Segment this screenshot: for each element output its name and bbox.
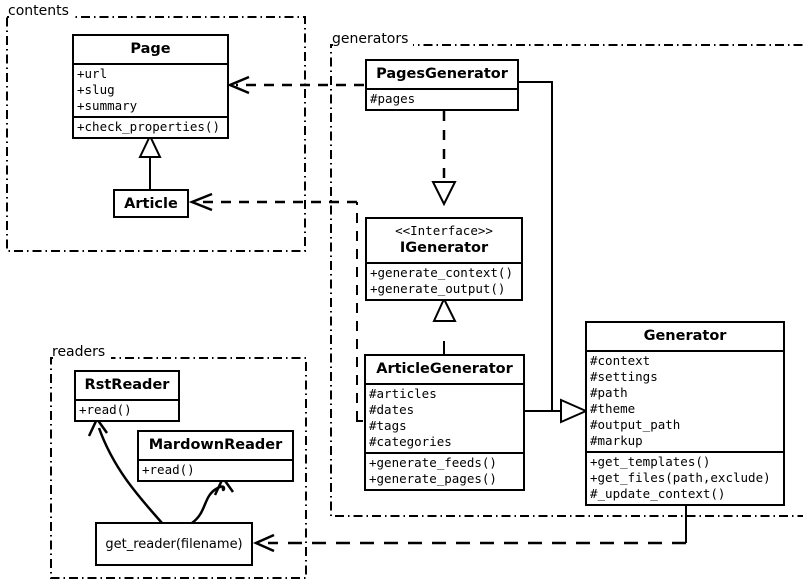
class-methods-rstreader: +read() — [76, 399, 178, 420]
rel-generator-depends-getreader — [252, 504, 687, 553]
label-mask-readers — [53, 349, 111, 363]
class-name-mardownreader: MardownReader — [148, 437, 283, 453]
attribute-item: +summary — [77, 98, 138, 113]
class-name-generator: Generator — [643, 328, 727, 344]
method-item: #_update_context() — [590, 486, 726, 501]
package-frame-generators — [330, 44, 803, 517]
rel-generators-inherit-generator — [518, 81, 589, 424]
class-box-articlegenerator[interactable]: ArticleGenerator #articles #dates #tags … — [364, 354, 525, 491]
rel-pagesgenerator-realizes-igenerator — [431, 111, 457, 207]
attribute-item: #settings — [590, 369, 658, 384]
attribute-item: #pages — [370, 91, 416, 106]
class-name-pagesgenerator: PagesGenerator — [376, 66, 508, 82]
class-name-rstreader: RstReader — [84, 377, 170, 393]
rel-articlegenerator-depends-article — [188, 192, 363, 422]
package-label-contents: contents — [8, 3, 69, 19]
package-label-generators: generators — [332, 31, 409, 47]
function-box-get-reader[interactable]: get_reader(filename) — [95, 522, 253, 566]
class-box-generator[interactable]: Generator #context #settings #path #them… — [585, 321, 785, 506]
method-item: +generate_context() — [370, 265, 513, 280]
attribute-item: #markup — [590, 433, 643, 448]
class-box-rstreader[interactable]: RstReader +read() — [74, 370, 180, 422]
class-methods-page: +check_properties() — [74, 116, 227, 137]
class-box-igenerator[interactable]: <<Interface>> IGenerator +generate_conte… — [365, 217, 523, 301]
class-name-article: Article — [124, 195, 178, 212]
class-attributes-page: +url +slug +summary — [74, 63, 227, 116]
class-box-pagesgenerator[interactable]: PagesGenerator #pages — [365, 59, 519, 111]
class-box-page[interactable]: Page +url +slug +summary +check_properti… — [72, 34, 229, 139]
method-item: +get_templates() — [590, 454, 711, 469]
class-attributes-articlegenerator: #articles #dates #tags #categories — [366, 383, 523, 452]
class-attributes-pagesgenerator: #pages — [367, 88, 517, 109]
method-item: +generate_feeds() — [369, 455, 497, 470]
attribute-item: #dates — [369, 402, 415, 417]
class-methods-articlegenerator: +generate_feeds() +generate_pages() — [366, 452, 523, 489]
class-stereotype-igenerator: <<Interface>> — [395, 223, 493, 238]
method-item: +get_files(path,exclude) — [590, 470, 771, 485]
class-name-page: Page — [130, 41, 171, 57]
label-mask-generators — [333, 36, 413, 50]
method-item: +generate_output() — [370, 281, 506, 296]
class-box-article[interactable]: Article — [113, 189, 189, 218]
package-frame-readers — [50, 357, 307, 579]
class-methods-igenerator: +generate_context() +generate_output() — [367, 262, 521, 299]
method-item: +read() — [79, 402, 132, 417]
method-item: +generate_pages() — [369, 471, 497, 486]
attribute-item: #output_path — [590, 417, 681, 432]
attribute-item: +url — [77, 66, 108, 81]
class-methods-mardownreader: +read() — [139, 459, 292, 480]
class-name-igenerator: IGenerator — [399, 240, 489, 256]
attribute-item: #categories — [369, 434, 452, 449]
attribute-item: #theme — [590, 401, 636, 416]
attribute-item: #context — [590, 353, 651, 368]
rel-pagesgenerator-depends-page — [226, 75, 364, 95]
rel-getreader-creates-mardownreader — [191, 475, 235, 525]
class-attributes-generator: #context #settings #path #theme #output_… — [587, 350, 783, 451]
attribute-item: #path — [590, 385, 628, 400]
method-item: +read() — [142, 462, 195, 477]
label-mask-contents — [9, 8, 73, 22]
package-frame-contents — [6, 16, 306, 252]
function-label-get-reader: get_reader(filename) — [105, 536, 243, 552]
attribute-item: +slug — [77, 82, 115, 97]
rel-article-inherits-page — [138, 133, 162, 190]
method-item: +check_properties() — [77, 119, 220, 134]
package-label-readers: readers — [52, 344, 106, 360]
class-methods-generator: +get_templates() +get_files(path,exclude… — [587, 451, 783, 504]
class-box-mardownreader[interactable]: MardownReader +read() — [137, 430, 294, 482]
class-name-articlegenerator: ArticleGenerator — [376, 361, 513, 377]
attribute-item: #tags — [369, 418, 407, 433]
attribute-item: #articles — [369, 386, 437, 401]
rel-articlegenerator-realizes-igenerator — [432, 296, 457, 355]
